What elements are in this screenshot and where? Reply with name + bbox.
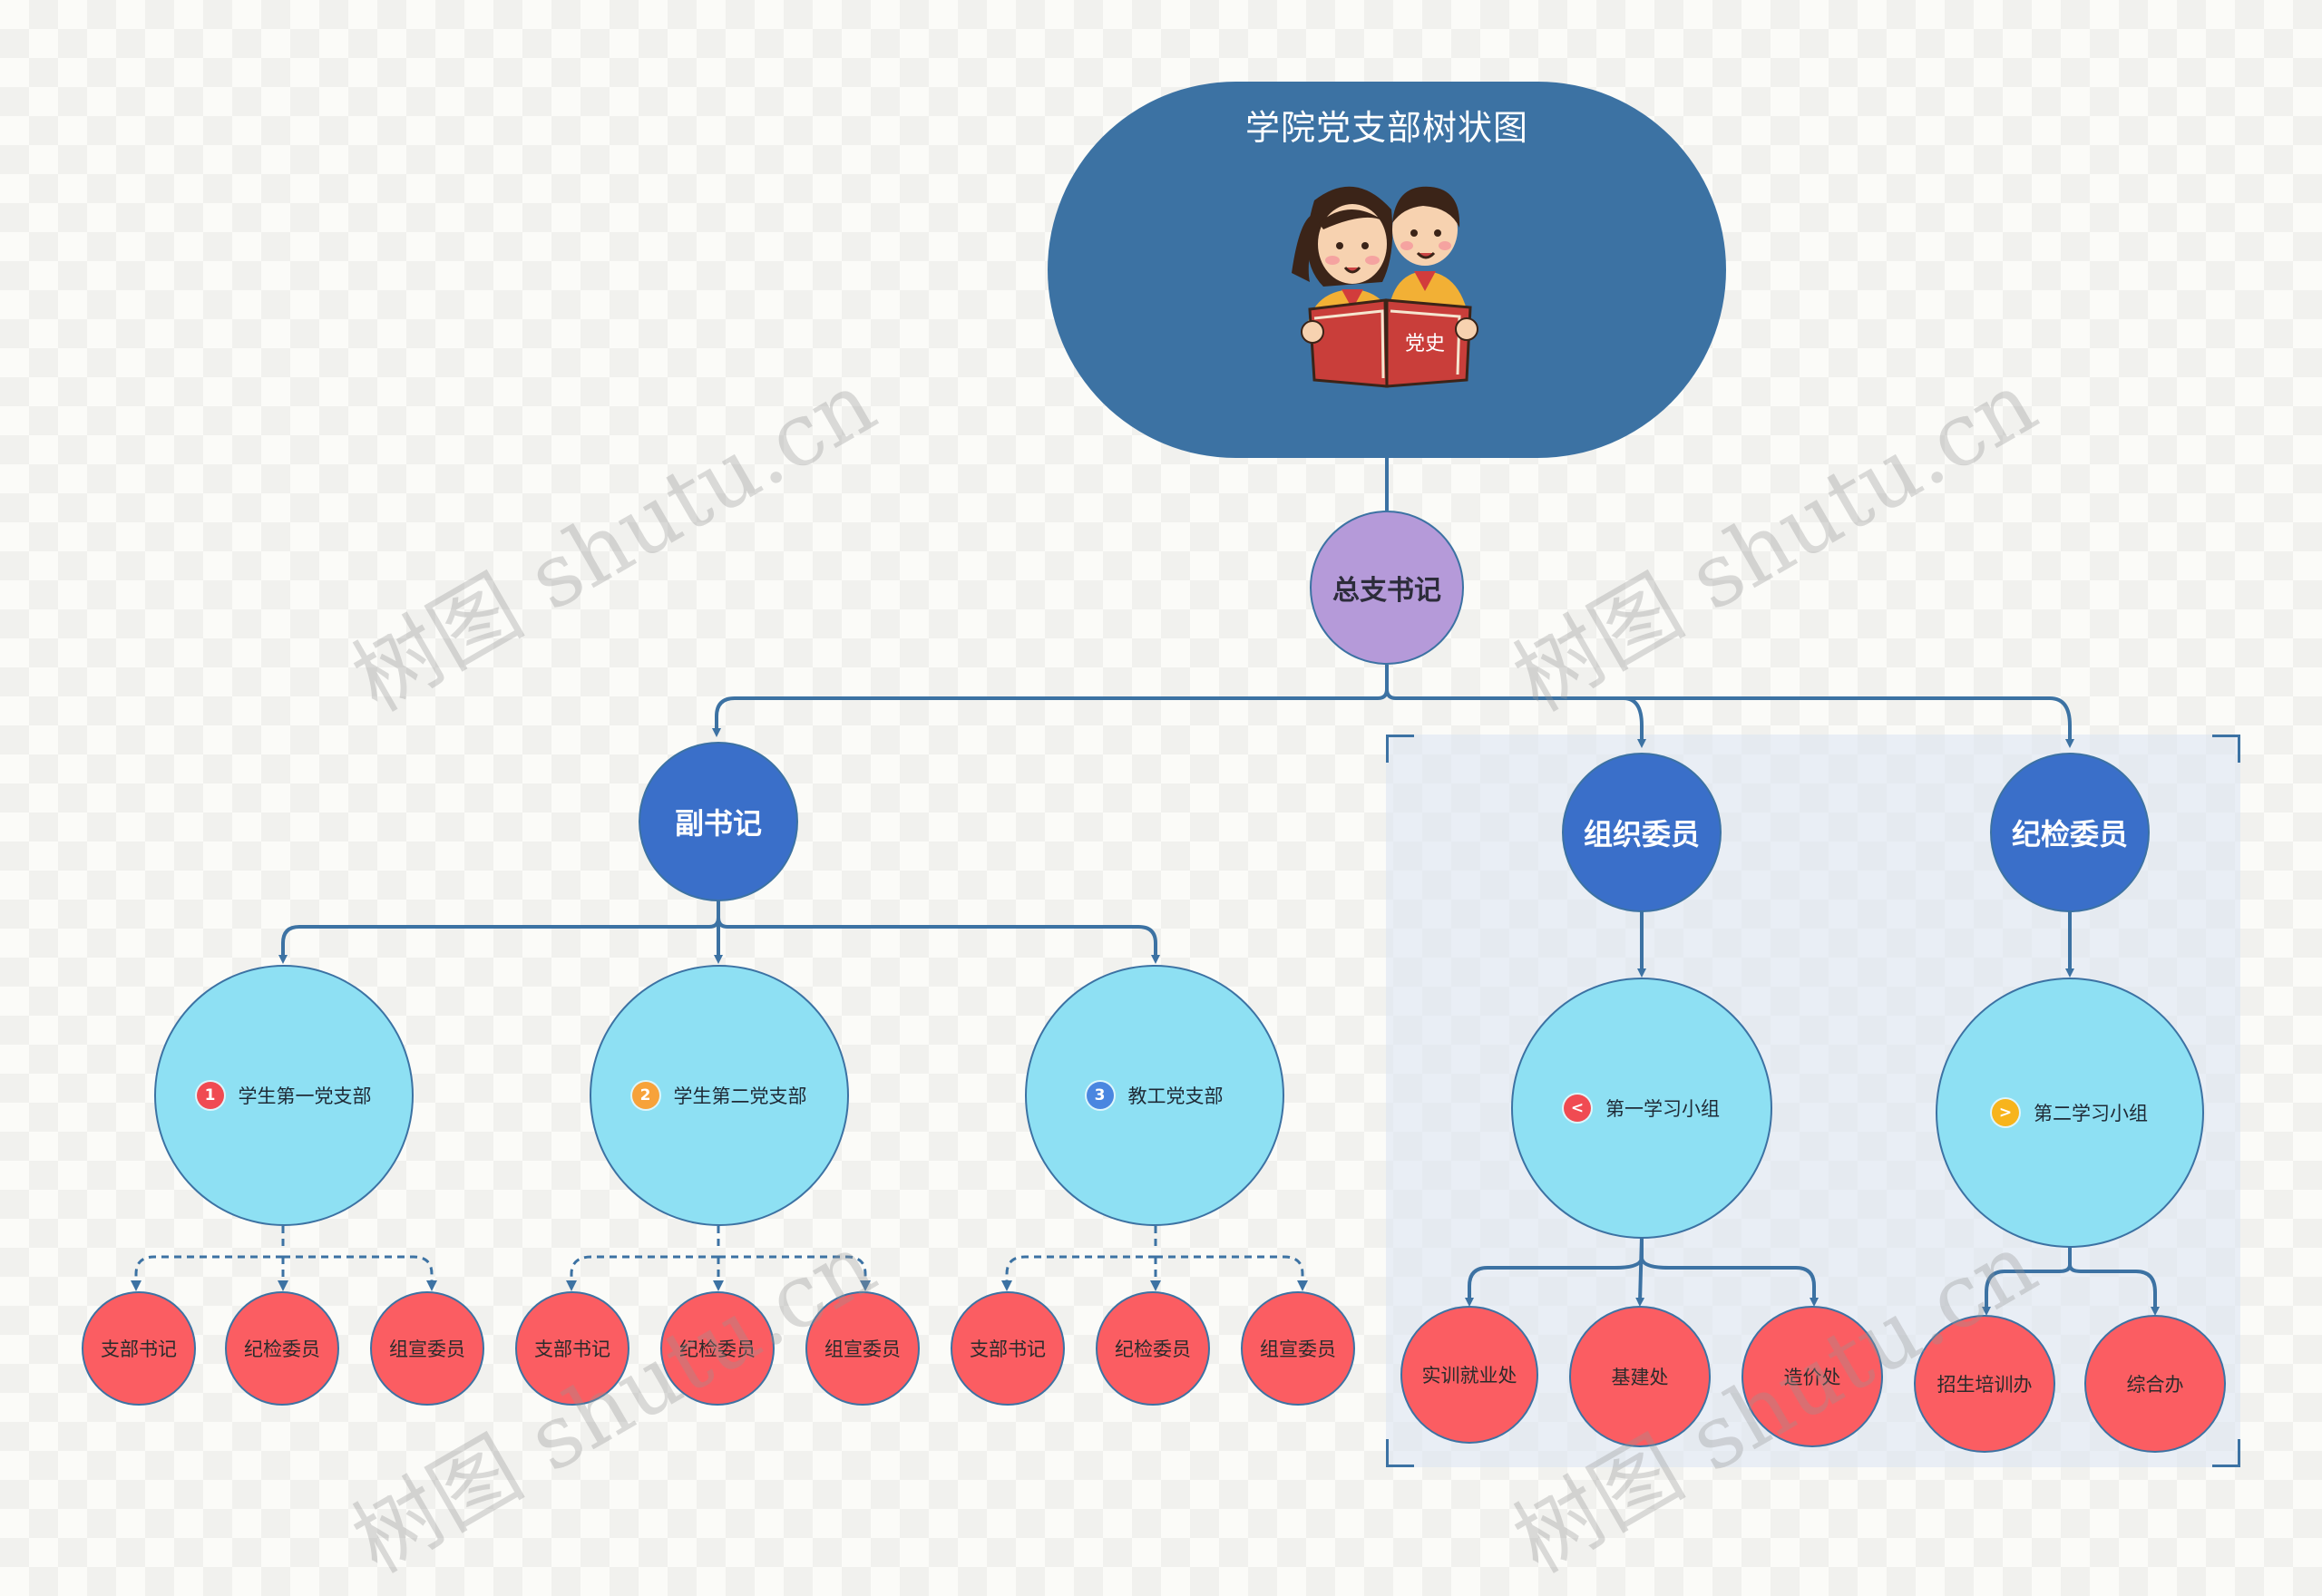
leaf-node[interactable]: 造价处 (1742, 1306, 1883, 1447)
study-group-node[interactable]: < 第一学习小组 (1511, 978, 1772, 1239)
leaf-node[interactable]: 纪检委员 (225, 1291, 339, 1406)
leaf-label: 支部书记 (534, 1338, 610, 1360)
leaf-node[interactable]: 招生培训办 (1914, 1315, 2055, 1453)
leaf-node[interactable]: 实训就业处 (1400, 1306, 1538, 1444)
root-title: 学院党支部树状图 (1244, 108, 1528, 148)
connector-group2-leaf-2 (2068, 1264, 2160, 1316)
leaf-label: 支部书记 (970, 1338, 1046, 1360)
connector-group1-leaf-2 (1635, 1236, 1645, 1307)
leaf-node[interactable]: 综合办 (2084, 1315, 2226, 1453)
connector-deputy-branch-3 (717, 917, 1160, 964)
branch-label: 教工党支部 (1127, 1085, 1224, 1107)
number-3-icon: 3 (1086, 1082, 1114, 1109)
leaf-node[interactable]: 支部书记 (515, 1291, 629, 1406)
leaf-label: 招生培训办 (1937, 1374, 2033, 1396)
leaf-label: 基建处 (1611, 1367, 1669, 1388)
leaf-label: 实训就业处 (1421, 1365, 1517, 1387)
leaf-label: 支部书记 (101, 1338, 177, 1360)
branch-node[interactable]: 2 学生第二党支部 (590, 965, 849, 1226)
leaf-node[interactable]: 纪检委员 (660, 1291, 775, 1406)
deputy-node[interactable]: 副书记 (639, 742, 798, 901)
arrow-left-icon: < (1564, 1095, 1591, 1122)
leaf-node[interactable]: 组宣委员 (805, 1291, 920, 1406)
leaf-node[interactable]: 纪检委员 (1096, 1291, 1210, 1406)
leaf-label: 纪检委员 (1115, 1338, 1191, 1360)
leaf-label: 组宣委员 (824, 1338, 901, 1360)
organization-label: 组织委员 (1583, 817, 1700, 852)
leaf-label: 纪检委员 (679, 1338, 756, 1360)
leaf-node[interactable]: 组宣委员 (1241, 1291, 1355, 1406)
leaf-label: 综合办 (2126, 1374, 2184, 1396)
book-text: 党史 (1405, 333, 1445, 355)
organization-node[interactable]: 组织委员 (1562, 753, 1722, 912)
branch-label: 学生第二党支部 (673, 1085, 807, 1107)
branch-node[interactable]: 3 教工党支部 (1025, 965, 1284, 1226)
leaf-node[interactable]: 基建处 (1569, 1306, 1711, 1447)
connector-group1-leaves (1465, 1237, 1644, 1307)
connector-deputy-branch-1 (278, 900, 720, 964)
connector-branch2-leaves (570, 1226, 867, 1286)
branch-label: 学生第一党支部 (238, 1085, 372, 1107)
leaf-label: 组宣委员 (1260, 1338, 1336, 1360)
frame-corner (2212, 1439, 2240, 1467)
connector-group2-leaf-1 (1982, 1247, 2072, 1316)
discipline-node[interactable]: 纪检委员 (1990, 753, 2150, 912)
leaf-label: 组宣委员 (389, 1338, 465, 1360)
connector-branch1-leaves (134, 1226, 434, 1286)
study-group-node[interactable]: > 第二学习小组 (1936, 978, 2204, 1248)
study-group-label: 第一学习小组 (1605, 1098, 1720, 1120)
secretary-label: 总支书记 (1332, 575, 1441, 607)
connector-layer (131, 458, 2160, 1316)
discipline-label: 纪检委员 (2011, 817, 2128, 852)
arrow-right-icon: > (1992, 1099, 2019, 1126)
deputy-label: 副书记 (674, 806, 762, 841)
tree-diagram: 学院党支部树状图 (82, 82, 2240, 1592)
frame-corner (2212, 735, 2240, 763)
leaf-node[interactable]: 支部书记 (82, 1291, 196, 1406)
number-1-icon: 1 (196, 1082, 224, 1109)
leaf-node[interactable]: 组宣委员 (370, 1291, 484, 1406)
connector-secretary-discipline (1396, 696, 2074, 748)
connector-branch3-leaves (1005, 1226, 1304, 1286)
frame-corner (1386, 735, 1414, 763)
leaf-label: 纪检委员 (244, 1338, 320, 1360)
study-group-label: 第二学习小组 (2034, 1103, 2148, 1124)
frame-corner (1386, 1439, 1414, 1467)
connector-secretary-deputy (712, 665, 1389, 737)
leaf-label: 造价处 (1783, 1367, 1841, 1388)
branch-node[interactable]: 1 学生第一党支部 (154, 965, 414, 1226)
root-node[interactable]: 学院党支部树状图 (1048, 82, 1726, 458)
number-2-icon: 2 (631, 1082, 659, 1109)
leaf-node[interactable]: 支部书记 (951, 1291, 1065, 1406)
children-reading-illustration: 党史 (1292, 186, 1478, 388)
connector-group1-leaf-3 (1640, 1258, 1819, 1307)
secretary-node[interactable]: 总支书记 (1310, 511, 1464, 665)
